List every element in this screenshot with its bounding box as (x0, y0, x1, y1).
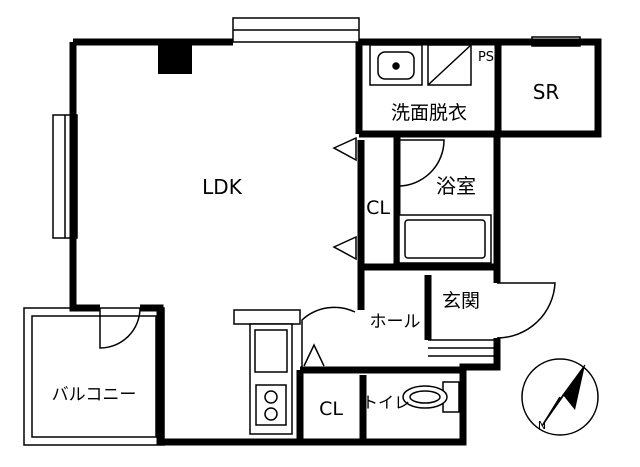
room-label-entrance: 玄関 (442, 290, 480, 312)
room-label-balcony: バルコニー (52, 385, 137, 405)
balcony (23, 307, 165, 446)
compass-icon (521, 358, 599, 436)
compass-north-label: N (538, 419, 546, 432)
entrance-step (428, 339, 497, 357)
walls (69, 38, 602, 446)
room-label-closet-hall: CL (366, 197, 390, 219)
room-label-washroom: 洗面脱衣 (391, 102, 467, 124)
room-label-ldk: LDK (202, 175, 243, 199)
room-label-storage: SR (533, 80, 560, 104)
bathtub (398, 214, 492, 264)
room-label-toilet: トイレ (362, 393, 410, 412)
room-label-closet-kitchen: CL (319, 398, 343, 420)
column (158, 42, 192, 74)
toilet-fixture (402, 381, 460, 413)
room-label-pipe-space: PS (478, 50, 494, 65)
doors (99, 136, 556, 368)
room-label-hall: ホール (370, 312, 421, 332)
room-label-bathroom: 浴室 (436, 174, 476, 198)
vanity (369, 44, 472, 86)
kitchen-counter (233, 309, 301, 435)
